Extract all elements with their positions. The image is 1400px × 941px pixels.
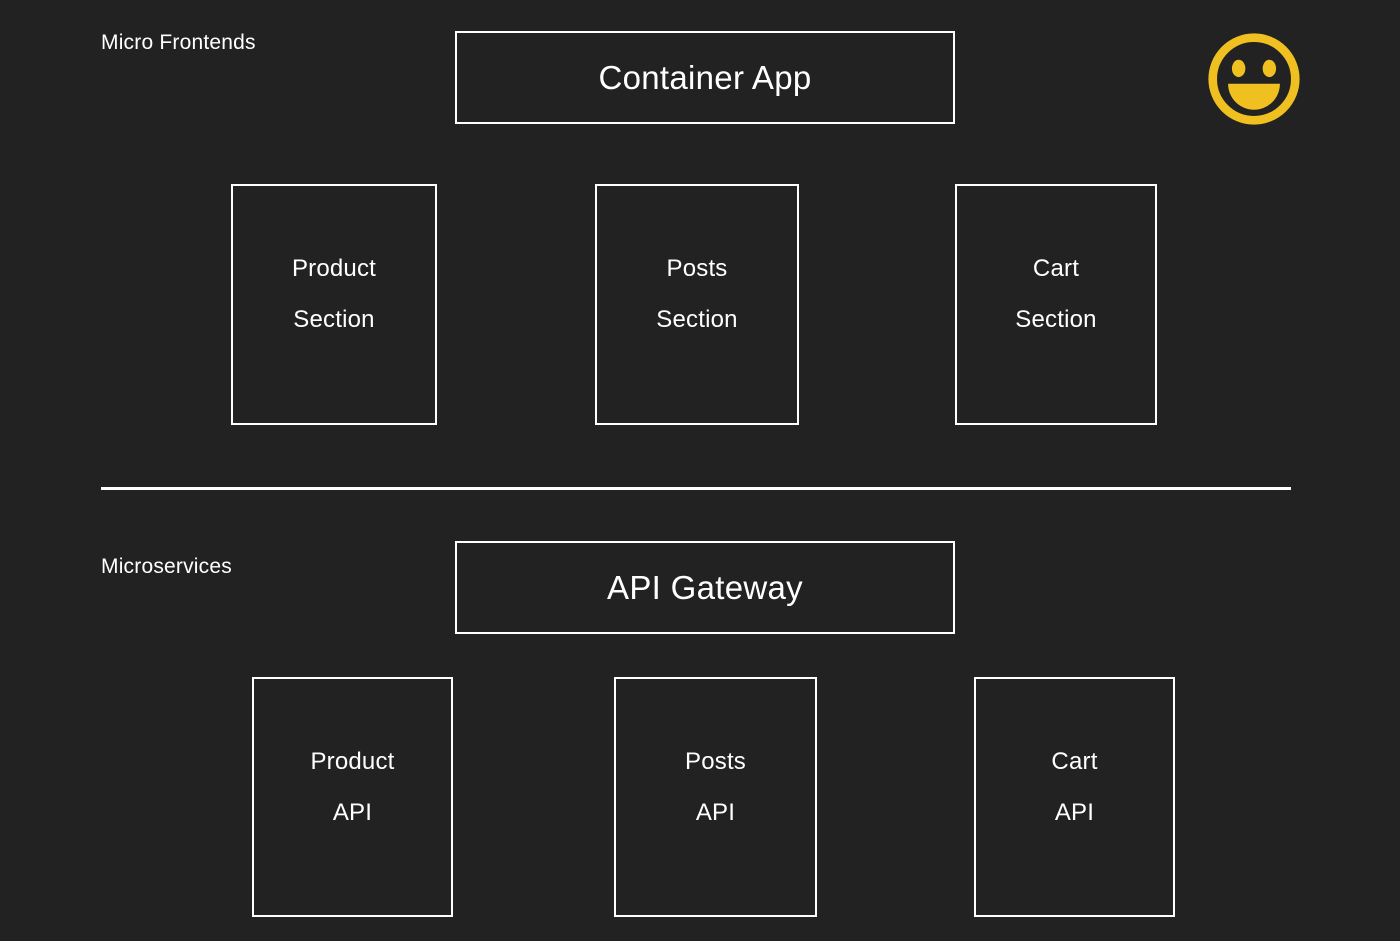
- node-cart-section-line1: Cart: [1032, 255, 1080, 283]
- node-posts-section-body: Posts Section: [597, 257, 797, 332]
- node-posts-section-line1: Posts: [666, 255, 728, 283]
- node-api-gateway[interactable]: API Gateway: [455, 541, 955, 634]
- node-product-api[interactable]: Product API: [252, 677, 453, 917]
- node-product-section-line2: Section: [293, 306, 375, 334]
- node-posts-api-body: Posts API: [616, 747, 815, 826]
- node-cart-section-body: Cart Section: [957, 257, 1155, 332]
- node-posts-api-line2: API: [695, 798, 736, 826]
- node-cart-section-line2: Section: [1015, 306, 1097, 334]
- node-product-section[interactable]: Product Section: [231, 184, 437, 425]
- node-posts-section[interactable]: Posts Section: [595, 184, 799, 425]
- section-label-microservices: Microservices: [101, 555, 232, 578]
- node-product-section-line1: Product: [291, 255, 377, 283]
- smiley-face-icon: [1208, 33, 1300, 125]
- node-api-gateway-label: API Gateway: [607, 569, 803, 606]
- node-container-app[interactable]: Container App: [455, 31, 955, 124]
- node-posts-api[interactable]: Posts API: [614, 677, 817, 917]
- section-divider: [101, 487, 1291, 490]
- section-label-micro-frontends: Micro Frontends: [101, 31, 256, 54]
- node-cart-api[interactable]: Cart API: [974, 677, 1175, 917]
- node-product-api-line1: Product: [310, 747, 395, 775]
- node-cart-api-body: Cart API: [976, 747, 1173, 826]
- node-posts-api-line1: Posts: [684, 747, 747, 775]
- node-posts-section-line2: Section: [656, 306, 738, 334]
- node-cart-api-line2: API: [1054, 798, 1095, 826]
- node-cart-section[interactable]: Cart Section: [955, 184, 1157, 425]
- node-container-app-label: Container App: [598, 59, 812, 96]
- node-cart-api-line1: Cart: [1051, 747, 1098, 775]
- node-product-section-body: Product Section: [233, 257, 435, 332]
- node-product-api-body: Product API: [254, 747, 451, 826]
- node-product-api-line2: API: [332, 798, 373, 826]
